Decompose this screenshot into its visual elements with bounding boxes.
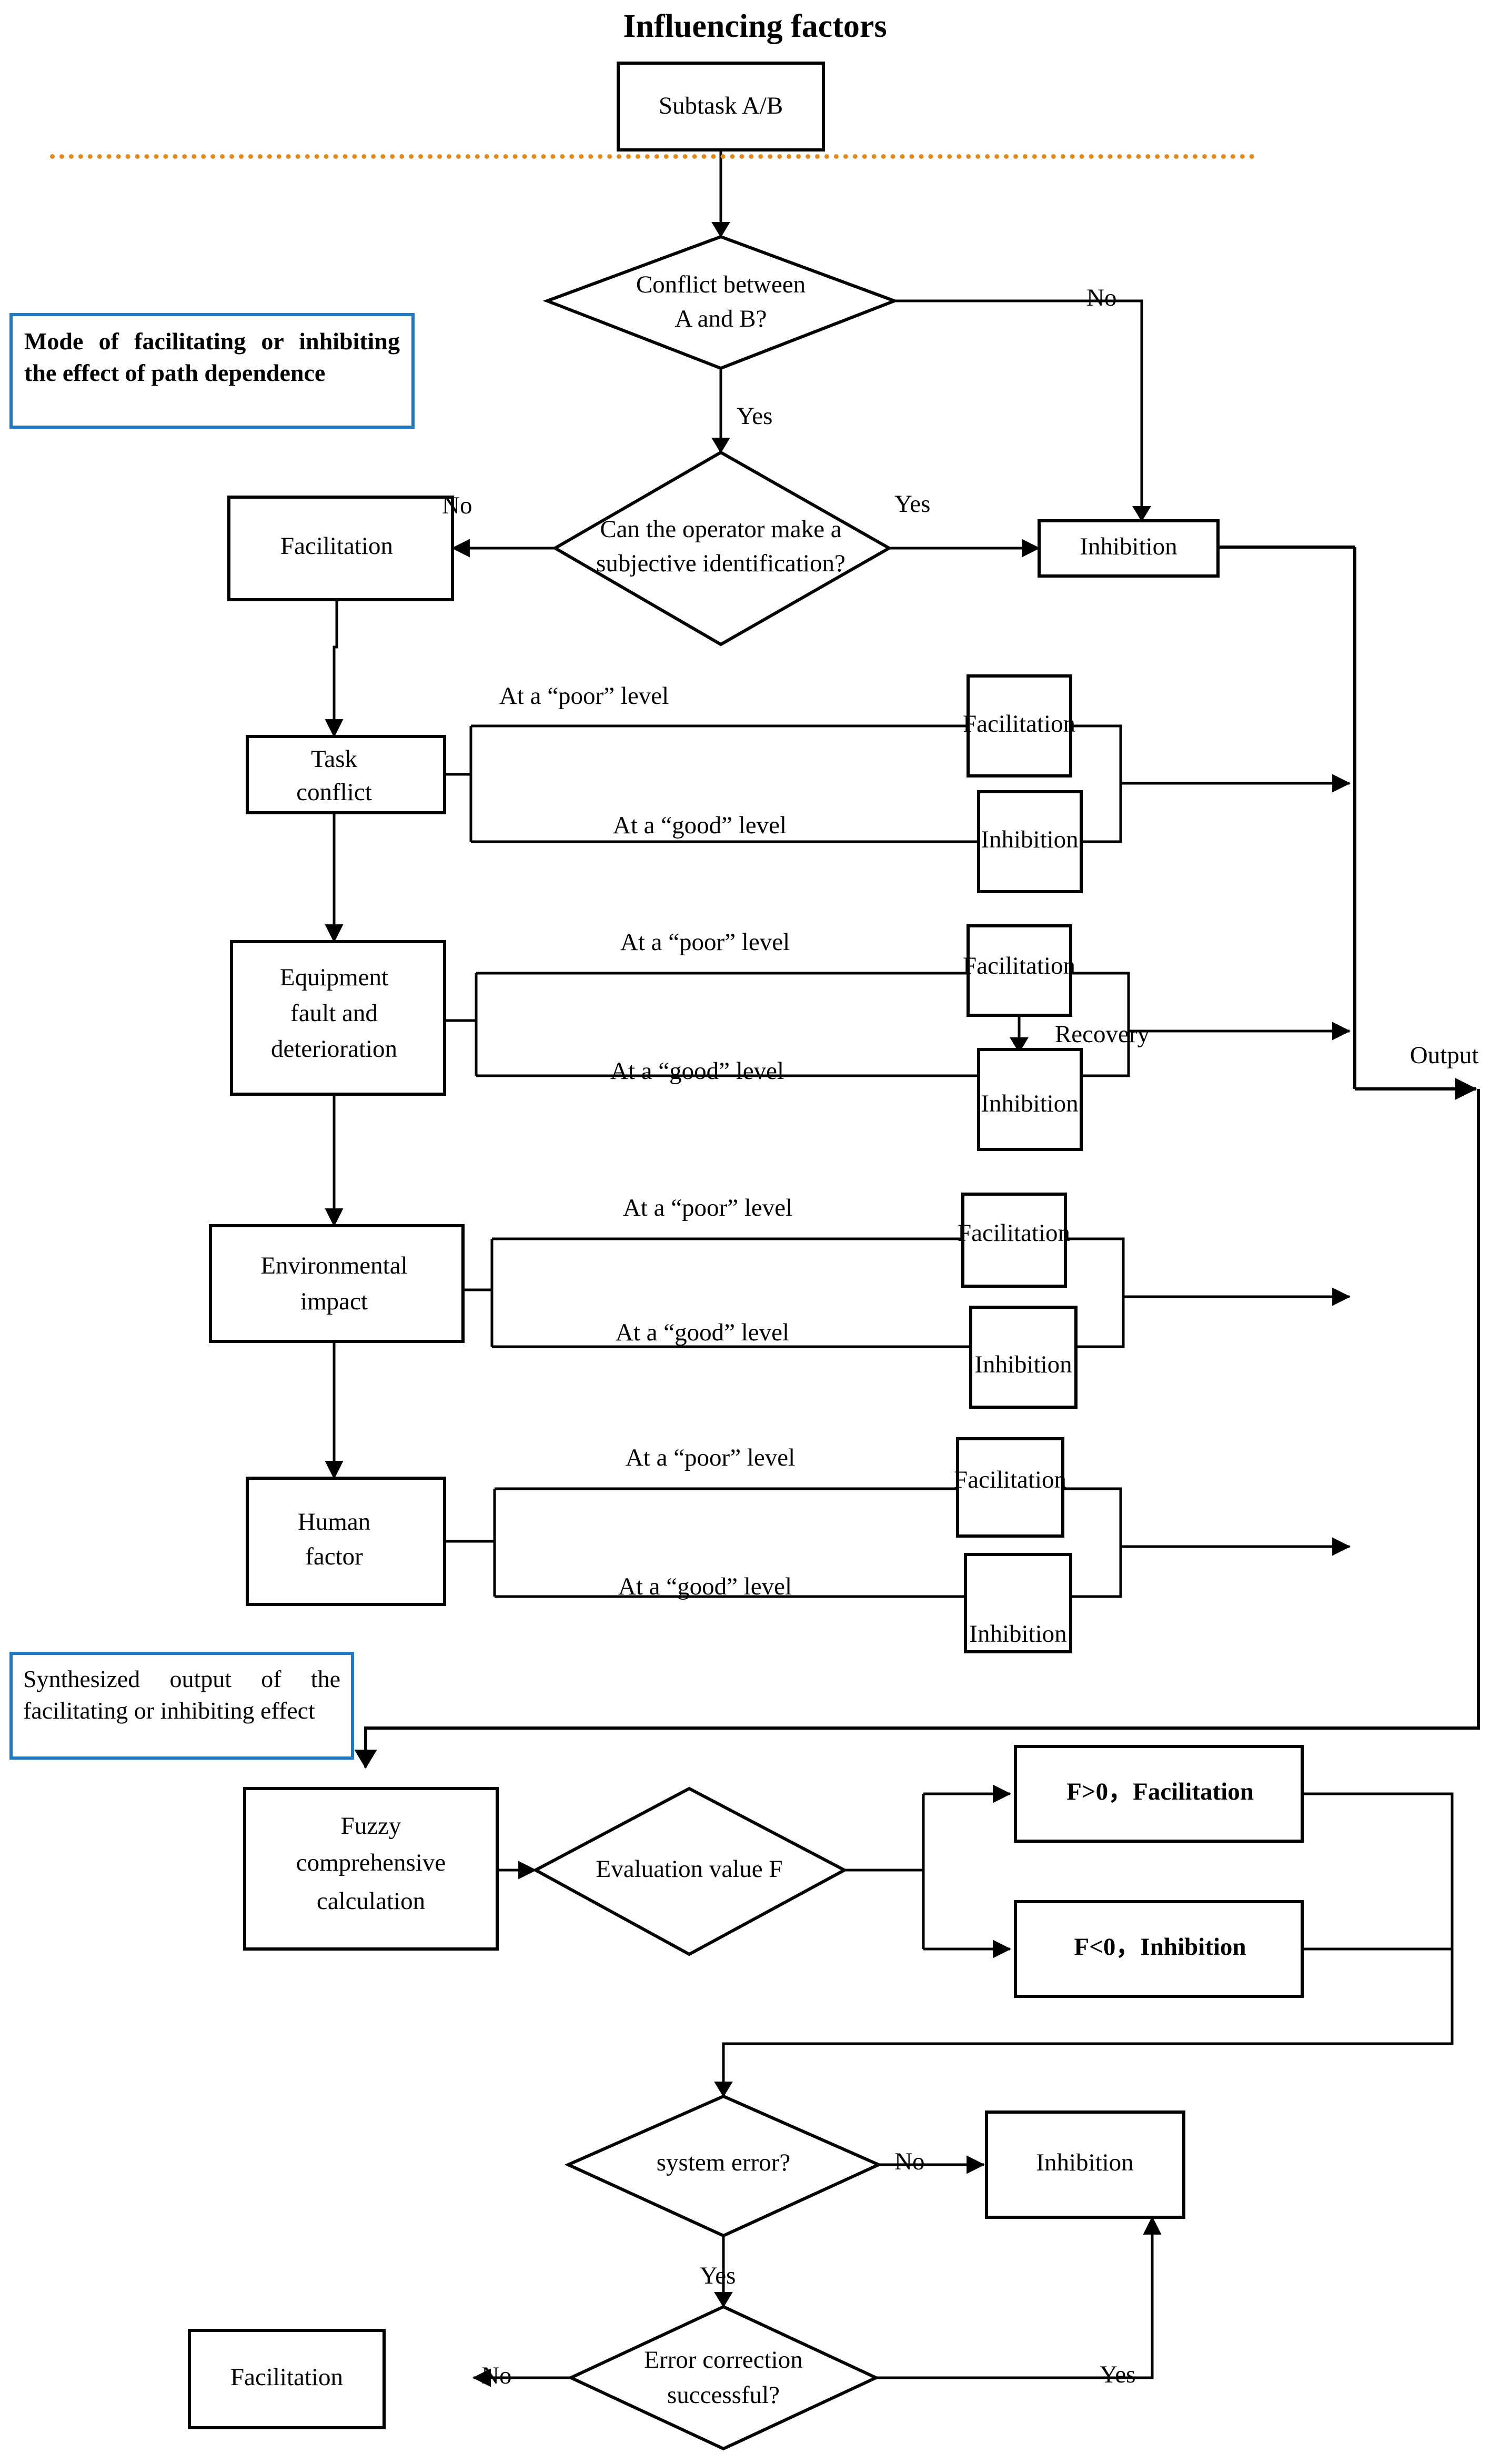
edge-label-yes-identify: Yes [894, 490, 930, 518]
node-inhibition-r1[interactable] [977, 790, 1083, 893]
node-facilitation-bottom-label: Facilitation [230, 2364, 343, 2391]
node-human-factor[interactable] [246, 1477, 446, 1606]
node-human-factor-label-1: Human [298, 1508, 370, 1536]
node-environmental-impact[interactable] [209, 1224, 465, 1343]
node-system-error[interactable] [564, 2094, 883, 2238]
annotation-mode-note-text: Mode of facilitating or inhibiting the e… [24, 328, 400, 386]
edge-label-good-r4: At a “good” level [618, 1573, 792, 1600]
annotation-synth-note: Synthesized output of the facilitating o… [9, 1652, 354, 1760]
annotation-mode-note: Mode of facilitating or inhibiting the e… [9, 313, 415, 429]
node-facilitation-r2[interactable] [967, 924, 1072, 1017]
node-conflict-decision[interactable] [542, 235, 899, 370]
node-equipment-fault-label-1: Equipment [280, 964, 388, 991]
node-task-conflict[interactable] [246, 735, 446, 814]
edge-label-poor-r2: At a “poor” level [620, 928, 790, 956]
node-inhibition-r4[interactable] [964, 1553, 1072, 1653]
node-facilitation-r4-label: Facilitation [954, 1466, 1066, 1493]
edge-label-no-error-correction: No [481, 2362, 511, 2389]
node-inhibition-r2[interactable] [977, 1048, 1083, 1151]
node-environmental-impact-label-1: Environmental [260, 1252, 407, 1279]
node-inhibition-r1-label: Inhibition [981, 826, 1078, 853]
node-subtask-label: Subtask A/B [659, 92, 783, 119]
node-error-correction[interactable] [567, 2305, 880, 2451]
node-identify-decision-label-2: subjective identification? [596, 550, 845, 577]
node-inhibition-r3-label: Inhibition [974, 1351, 1072, 1378]
node-identify-decision[interactable] [552, 450, 893, 647]
node-fuzzy-calculation-label-1: Fuzzy [341, 1812, 401, 1840]
node-inhibition-r4-label: Inhibition [969, 1620, 1066, 1648]
edge-label-poor-r3: At a “poor” level [623, 1194, 792, 1221]
annotation-synth-note-text: Synthesized output of the facilitating o… [23, 1665, 340, 1724]
node-f-negative-label: F<0，Inhibition [1074, 1933, 1246, 1961]
node-error-correction-label-2: successful? [667, 2381, 780, 2409]
node-subtask[interactable] [617, 62, 825, 152]
edge-label-output: Output [1410, 1042, 1479, 1069]
node-inhibition-r3[interactable] [969, 1306, 1078, 1409]
node-system-error-label: system error? [657, 2149, 790, 2176]
node-f-negative[interactable] [1014, 1900, 1304, 1998]
node-conflict-decision-label-2: A and B? [675, 305, 767, 332]
node-inhibition-top-label: Inhibition [1080, 533, 1177, 560]
node-inhibition-bottom-label: Inhibition [1036, 2149, 1133, 2176]
node-facilitation-top-label: Facilitation [280, 532, 393, 560]
edge-label-yes-error-correction: Yes [1100, 2361, 1135, 2388]
node-fuzzy-calculation[interactable] [243, 1787, 499, 1951]
edge-label-no-system-error: No [894, 2148, 924, 2175]
node-equipment-fault[interactable] [230, 940, 446, 1096]
node-inhibition-r2-label: Inhibition [981, 1090, 1078, 1117]
node-equipment-fault-label-2: fault and [290, 999, 378, 1027]
node-facilitation-r1[interactable] [967, 674, 1072, 777]
node-identify-decision-label-1: Can the operator make a [600, 516, 841, 543]
node-inhibition-bottom[interactable] [985, 2110, 1185, 2219]
node-facilitation-r2-label: Facilitation [963, 952, 1075, 979]
node-facilitation-r1-label: Facilitation [963, 710, 1075, 738]
node-facilitation-top[interactable] [227, 496, 454, 601]
edge-label-no-conflict: No [1086, 284, 1116, 311]
page-title: Influencing factors [623, 8, 887, 44]
edge-label-good-r3: At a “good” level [616, 1319, 789, 1346]
node-equipment-fault-label-3: deterioration [271, 1035, 397, 1063]
edge-label-yes-system-error: Yes [700, 2262, 736, 2289]
edge-label-poor-r4: At a “poor” level [626, 1444, 795, 1471]
node-fuzzy-calculation-label-3: calculation [317, 1887, 425, 1915]
node-task-conflict-label-1: Task [311, 745, 358, 773]
node-fuzzy-calculation-label-2: comprehensive [296, 1849, 446, 1876]
node-facilitation-r4[interactable] [956, 1437, 1064, 1538]
node-facilitation-r3[interactable] [961, 1193, 1067, 1288]
edge-label-yes-conflict: Yes [737, 402, 772, 430]
node-facilitation-r3-label: Facilitation [958, 1219, 1070, 1247]
node-evaluation-value-label: Evaluation value F [596, 1855, 782, 1883]
node-error-correction-label-1: Error correction [644, 2346, 802, 2374]
edge-label-poor-r1: At a “poor” level [499, 682, 669, 710]
node-facilitation-bottom[interactable] [188, 2329, 386, 2429]
node-f-positive-label: F>0，Facilitation [1066, 1778, 1254, 1805]
edge-label-recovery: Recovery [1055, 1021, 1150, 1048]
node-conflict-decision-label-1: Conflict between [636, 271, 806, 298]
node-evaluation-value[interactable] [532, 1786, 848, 1956]
edge-label-no-identify: No [442, 492, 472, 519]
node-f-positive[interactable] [1014, 1745, 1304, 1843]
node-environmental-impact-label-2: impact [300, 1288, 368, 1315]
orange-dotted-divider [50, 154, 1255, 159]
node-inhibition-top[interactable] [1038, 519, 1220, 578]
edge-label-good-r1: At a “good” level [613, 812, 787, 839]
node-human-factor-label-2: factor [305, 1543, 363, 1570]
edge-label-good-r2: At a “good” level [610, 1057, 784, 1085]
node-task-conflict-label-2: conflict [296, 779, 372, 806]
